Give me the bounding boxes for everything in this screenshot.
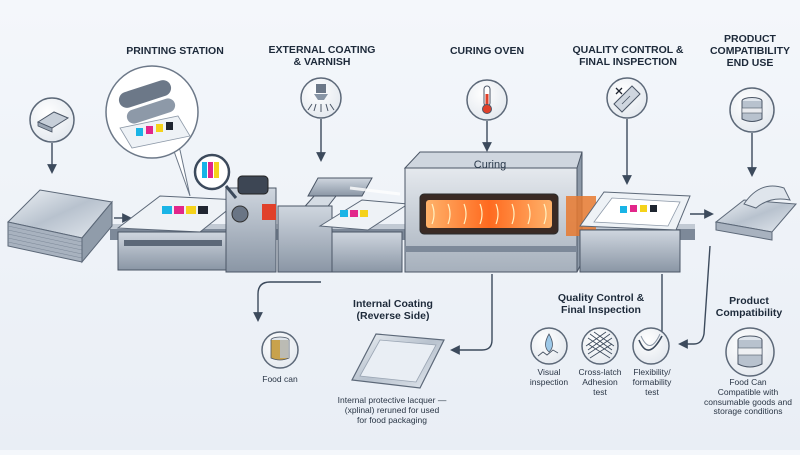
test-label-visual: Visual inspection [522, 367, 576, 388]
internal-desc-line2: (xplinal) reruned for used [344, 404, 440, 415]
product-lower-title: Product Compatibility [700, 295, 798, 319]
test-cross-line2: Adhesion [582, 376, 618, 387]
test-flex-line1: Flexibility/ [633, 367, 671, 377]
droplet-icon [545, 333, 553, 353]
test-cross-line3: test [593, 386, 607, 397]
test-circle-crosshatch [581, 327, 619, 365]
printing-station-title: PRINTING STATION [126, 45, 224, 57]
product-title-line1: PRODUCT [724, 33, 776, 45]
test-visual-line2: inspection [529, 376, 569, 387]
final-coil [714, 185, 798, 241]
product-lower-line1: Product [729, 295, 769, 307]
test-label-flex: Flexibility/ formability test [622, 367, 682, 397]
test-cross-line1: Cross-latch [578, 367, 622, 377]
product-lower-desc: Food Can Compatible with consumable good… [696, 377, 800, 417]
qc-lower-title: Quality Control & Final Inspection [545, 292, 657, 316]
product-title-line2: COMPATIBILITY [709, 45, 791, 58]
test-circle-visual [530, 327, 568, 365]
crosshatch-icon [585, 331, 615, 359]
conveyor-top [110, 224, 695, 229]
spray-icon-circle [300, 77, 342, 119]
internal-coating-line2: (Reverse Side) [356, 310, 430, 323]
arrow-product-lower [678, 245, 711, 349]
coating-title-line2: & VARNISH [293, 56, 351, 69]
qc-table [579, 191, 691, 273]
internal-coating-desc: Internal protective lacquer — (xplinal) … [322, 395, 462, 425]
internal-desc-line1: Internal protective lacquer — [337, 395, 447, 405]
test-label-crosshatch: Cross-latch Adhesion test [572, 367, 628, 397]
can-icon-circle [729, 87, 775, 133]
curing-oven [403, 151, 596, 273]
product-title-line3: END USE [726, 57, 774, 70]
test-flex-line3: test [645, 386, 659, 397]
product-desc-line1: Food Can [729, 377, 767, 387]
qc-title: QUALITY CONTROL & FINAL INSPECTION [568, 44, 688, 68]
product-can-circle [725, 327, 775, 377]
internal-desc-line3: for food packaging [357, 414, 427, 425]
product-desc-line4: storage conditions [713, 406, 783, 417]
qc-lower-line2: Final Inspection [561, 304, 641, 317]
qc-title-line2: FINAL INSPECTION [579, 56, 677, 69]
arrow-coating-to-internal [253, 281, 321, 322]
arrow-oven-to-lacquer [450, 274, 493, 355]
test-flex-line2: formability [632, 376, 672, 387]
ink-magnifier [193, 153, 238, 199]
food-can-label: Food can [262, 374, 298, 384]
qc-icon-circle [606, 77, 648, 119]
coating-title: EXTERNAL COATING & VARNISH [262, 44, 382, 68]
product-title: PRODUCT COMPATIBILITY END USE [700, 33, 800, 69]
qc-title-line1: QUALITY CONTROL & [572, 44, 684, 56]
oven-curing-label: Curing [473, 159, 507, 171]
test-visual-line1: Visual [537, 367, 561, 377]
flex-curve-icon [638, 335, 663, 351]
food-can-circle [261, 331, 299, 369]
printing-station-machine [116, 175, 277, 273]
sheet-icon-circle [29, 97, 75, 143]
printing-zoom-bubble [105, 65, 199, 197]
test-circle-flex [632, 327, 670, 365]
coating-machine [277, 177, 410, 273]
steel-sheet-stack [6, 189, 113, 264]
qc-lower-line1: Quality Control & [557, 292, 645, 304]
curing-oven-title: CURING OVEN [449, 45, 525, 57]
internal-coating-title: Internal Coating (Reverse Side) [338, 298, 448, 322]
thermometer-icon-circle [466, 79, 508, 121]
coating-title-line1: EXTERNAL COATING [268, 44, 376, 56]
product-lower-line2: Compatibility [715, 307, 783, 320]
lacquer-sheet [351, 333, 445, 389]
oven-glow [426, 200, 552, 228]
internal-coating-line1: Internal Coating [353, 298, 433, 310]
product-desc-line2: Compatible with [717, 386, 779, 397]
product-desc-line3: consumable goods and [704, 396, 792, 407]
